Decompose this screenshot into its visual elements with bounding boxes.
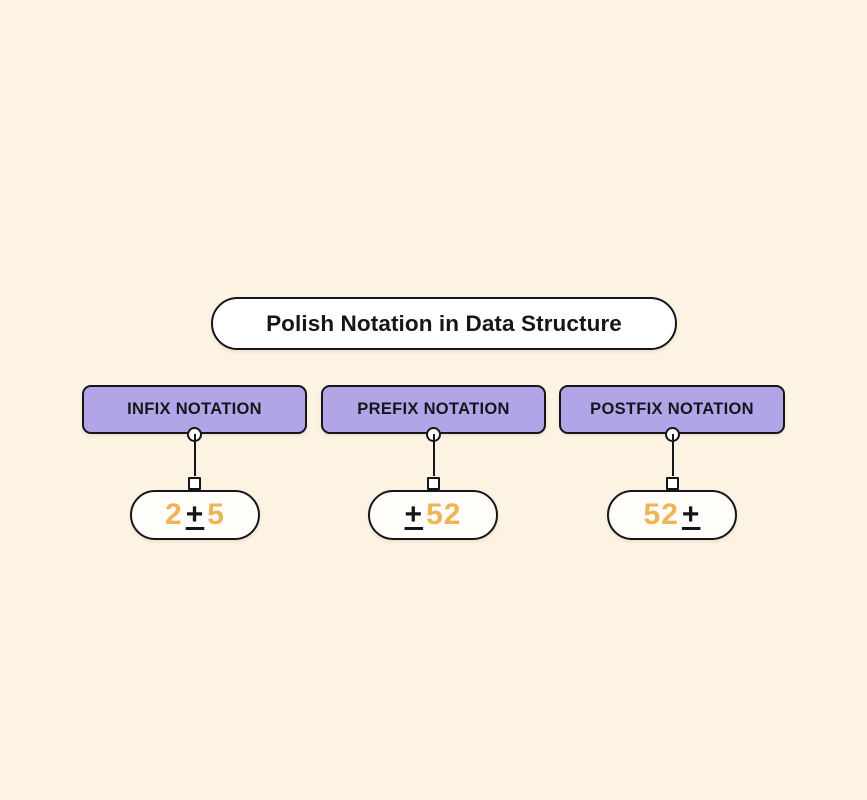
expression-label-postfix: 52 + [644,498,701,532]
operand-text: 52 [426,498,462,531]
expression-node-infix[interactable]: 2 + 5 [130,490,260,540]
operator-text: + [185,498,205,531]
operand-text: 52 [643,498,679,531]
operand-text: 2 [165,498,183,531]
operator-text: + [681,498,701,531]
diagram-title-label: Polish Notation in Data Structure [266,310,622,336]
category-label-prefix: PREFIX NOTATION [357,400,510,418]
expression-label-infix: 2 + 5 [165,498,225,532]
connector-line-prefix [432,434,435,476]
category-node-infix[interactable]: INFIX NOTATION [82,385,307,434]
connector-square-prefix [427,477,440,490]
connector-square-postfix [666,477,679,490]
operator-text: + [404,498,424,531]
expression-label-prefix: + 52 [405,498,462,532]
connector-line-infix [193,434,196,476]
operand-text: 5 [207,498,225,531]
connector-square-infix [188,477,201,490]
category-label-infix: INFIX NOTATION [127,400,262,418]
connector-line-postfix [671,434,674,476]
expression-node-postfix[interactable]: 52 + [607,490,737,540]
expression-node-prefix[interactable]: + 52 [368,490,498,540]
category-label-postfix: POSTFIX NOTATION [590,400,754,418]
diagram-title-node[interactable]: Polish Notation in Data Structure [211,297,677,350]
